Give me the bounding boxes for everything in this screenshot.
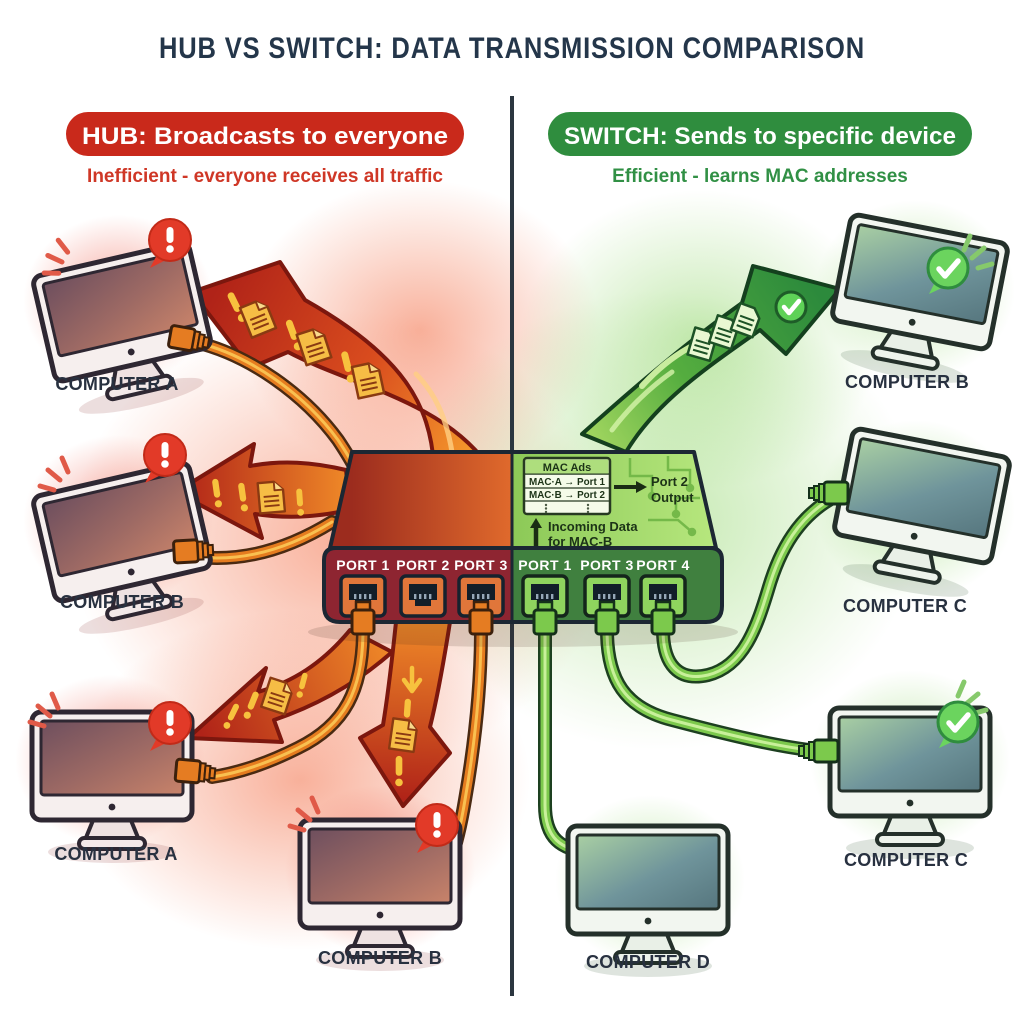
plug-computer-d [797,738,840,764]
page-title: HUB VS SWITCH: DATA TRANSMISSION COMPARI… [159,32,865,65]
switch-port3-label: PORT 3 [580,557,634,573]
switch-banner-label: SWITCH: Sends to specific device [564,123,956,150]
cable-hub-computer-b-mid [191,515,339,565]
broadcast-arrow-to-computer-a-top [190,260,489,468]
hub-banner-label: HUB: Broadcasts to everyone [82,123,448,150]
switch-banner-pill [548,112,972,156]
down-arrow-icon [401,665,423,694]
alert-icon [395,755,403,787]
mac-table-row2: MAC·B → Port 2 [529,489,605,501]
hub-switch-device: MAC Ads MAC·A → Port 1 MAC·B → Port 2 Po… [308,450,738,647]
broadcast-arrow-to-computer-b-mid [174,442,352,540]
mac-address-table: MAC Ads MAC·A → Port 1 MAC·B → Port 2 Po… [522,456,694,549]
circuit-traces [628,456,700,537]
cable-hub-port1-computer-a-bottom [205,623,370,784]
switch-subtitle: Efficient - learns MAC addresses [612,166,908,187]
computer-label: COMPUTER C [844,850,968,870]
computer-labels: COMPUTER A COMPUTER B COMPUTER A COMPUTE… [54,372,969,972]
hub-port3-label: PORT 3 [454,557,508,573]
hub-port2-jack [399,574,447,618]
mac-table-header: MAC Ads [543,462,591,474]
switch-port4-label: PORT 4 [636,557,690,573]
hub-broadcast-arrows [174,260,489,808]
computer-label: COMPUTER A [55,374,178,394]
switch-banner: SWITCH: Sends to specific device Efficie… [548,112,972,187]
output-label-line1: Port 2 [651,474,688,489]
computer-label: COMPUTER B [845,372,969,392]
plug-computer-c-mid [807,480,850,506]
hub-banner: HUB: Broadcasts to everyone Inefficient … [66,112,464,187]
incoming-label-line2: for MAC-B [548,534,612,549]
computer-label: COMPUTER A [54,844,177,864]
hub-top-surface [330,452,512,548]
check-circle-icon [774,290,808,324]
switch-port3-plug [594,600,620,636]
hub-subtitle: Inefficient - everyone receives all traf… [87,166,443,187]
switch-port1-label: PORT 1 [518,557,572,573]
hub-port1-plug [350,600,376,636]
computer-label: COMPUTER B [60,592,184,612]
computer-label: COMPUTER B [318,948,442,968]
hub-banner-pill [66,112,464,156]
cable-switch-port4-computer-c-mid [656,487,847,684]
broadcast-arrow-to-computer-b-bottom [358,620,452,808]
incoming-label-line1: Incoming Data [548,519,638,534]
hub-port1-label: PORT 1 [336,557,390,573]
switch-port1-plug [532,600,558,636]
computer-label: COMPUTER C [843,596,967,616]
hub-port3-plug [468,600,494,636]
switch-port4-plug [650,600,676,636]
computer-label: COMPUTER D [586,952,710,972]
hub-port2-label: PORT 2 [396,557,450,573]
output-label-line2: Output [651,490,694,505]
mac-table-row1: MAC·A → Port 1 [529,476,605,488]
mac-table-ellipsis [544,503,590,514]
cable-switch-port3-computer-d [600,623,825,758]
